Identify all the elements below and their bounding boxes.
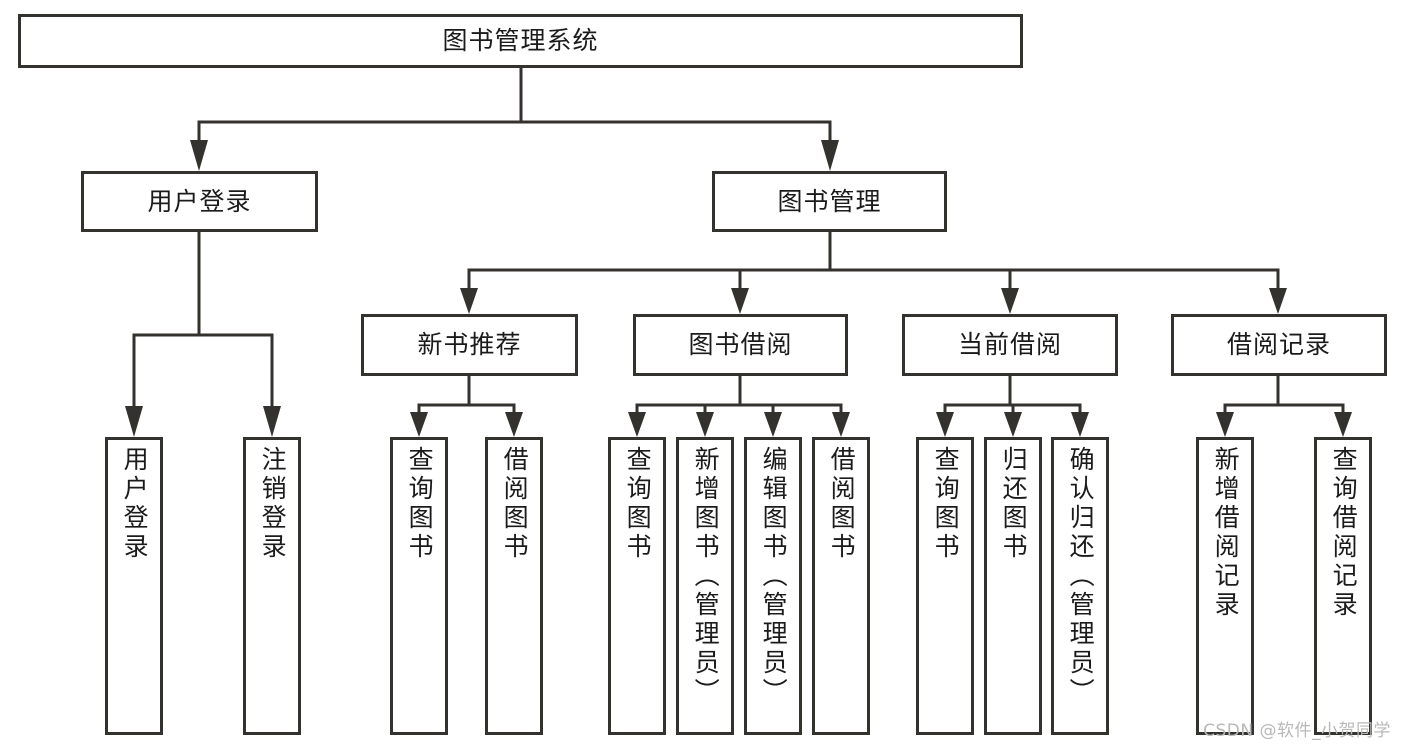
node-book-management[interactable]: 图书管理 bbox=[712, 171, 947, 232]
leaf-logout-label: 注销登录 bbox=[258, 446, 288, 562]
leaf-logout[interactable]: 注销登录 bbox=[243, 437, 301, 735]
leaf-query-book-2[interactable]: 查询图书 bbox=[608, 437, 666, 735]
leaf-borrow-book-1-label: 借阅图书 bbox=[500, 446, 530, 562]
leaf-confirm-return-label: 确认归还（管理员） bbox=[1066, 446, 1096, 707]
leaf-add-book-label: 新增图书（管理员） bbox=[691, 446, 721, 707]
arrow-leaf-user-login bbox=[125, 406, 143, 437]
arrow-leaf-edit-book bbox=[764, 412, 782, 437]
arrow-to-book-borrow bbox=[731, 288, 749, 314]
arrow-leaf-borrow-book-2 bbox=[832, 412, 850, 437]
leaf-edit-book[interactable]: 编辑图书（管理员） bbox=[744, 437, 802, 735]
leaf-query-book-1-label: 查询图书 bbox=[405, 446, 435, 562]
node-current-borrow-label: 当前借阅 bbox=[957, 330, 1062, 360]
leaf-return-book[interactable]: 归还图书 bbox=[984, 437, 1042, 735]
arrow-leaf-borrow-book-1 bbox=[505, 412, 523, 437]
leaf-edit-book-label: 编辑图书（管理员） bbox=[759, 446, 789, 707]
arrow-leaf-query-record bbox=[1334, 412, 1352, 437]
node-new-book-recommend-label: 新书推荐 bbox=[417, 330, 522, 360]
leaf-query-book-2-label: 查询图书 bbox=[623, 446, 653, 562]
arrow-to-user-login bbox=[190, 140, 208, 171]
arrow-leaf-query-book-1 bbox=[410, 412, 428, 437]
leaf-query-record-label: 查询借阅记录 bbox=[1329, 446, 1359, 620]
node-book-management-label: 图书管理 bbox=[777, 186, 882, 216]
leaf-add-book[interactable]: 新增图书（管理员） bbox=[676, 437, 734, 735]
node-book-borrow[interactable]: 图书借阅 bbox=[633, 314, 848, 376]
leaf-query-book-3[interactable]: 查询图书 bbox=[916, 437, 974, 735]
arrow-to-borrow-record bbox=[1269, 288, 1287, 314]
node-book-borrow-label: 图书借阅 bbox=[688, 330, 793, 360]
leaf-return-book-label: 归还图书 bbox=[999, 446, 1029, 562]
leaf-add-record-label: 新增借阅记录 bbox=[1211, 446, 1241, 620]
arrow-leaf-query-book-2 bbox=[628, 412, 646, 437]
node-borrow-record-label: 借阅记录 bbox=[1226, 330, 1331, 360]
arrow-to-book-management bbox=[821, 140, 839, 171]
arrow-leaf-add-record bbox=[1216, 412, 1234, 437]
node-root-label: 图书管理系统 bbox=[442, 26, 599, 56]
node-borrow-record[interactable]: 借阅记录 bbox=[1171, 314, 1387, 376]
leaf-confirm-return[interactable]: 确认归还（管理员） bbox=[1051, 437, 1109, 735]
node-root[interactable]: 图书管理系统 bbox=[18, 14, 1023, 68]
arrow-to-new-book-recommend bbox=[460, 288, 478, 314]
arrow-leaf-query-book-3 bbox=[936, 412, 954, 437]
node-new-book-recommend[interactable]: 新书推荐 bbox=[361, 314, 578, 376]
leaf-borrow-book-2[interactable]: 借阅图书 bbox=[812, 437, 870, 735]
leaf-query-record[interactable]: 查询借阅记录 bbox=[1314, 437, 1372, 735]
node-user-login-label: 用户登录 bbox=[147, 186, 252, 216]
node-user-login[interactable]: 用户登录 bbox=[81, 171, 318, 232]
leaf-query-book-3-label: 查询图书 bbox=[931, 446, 961, 562]
node-current-borrow[interactable]: 当前借阅 bbox=[902, 314, 1118, 376]
leaf-query-book-1[interactable]: 查询图书 bbox=[390, 437, 448, 735]
leaf-user-login[interactable]: 用户登录 bbox=[105, 437, 163, 735]
leaf-borrow-book-1[interactable]: 借阅图书 bbox=[485, 437, 543, 735]
leaf-borrow-book-2-label: 借阅图书 bbox=[827, 446, 857, 562]
arrow-leaf-add-book bbox=[696, 412, 714, 437]
arrow-leaf-logout bbox=[263, 406, 281, 437]
leaf-add-record[interactable]: 新增借阅记录 bbox=[1196, 437, 1254, 735]
leaf-user-login-label: 用户登录 bbox=[120, 446, 150, 562]
arrow-to-current-borrow bbox=[1001, 288, 1019, 314]
csdn-watermark: CSDN @软件_小贺同学 bbox=[1203, 721, 1391, 741]
arrow-leaf-confirm-return bbox=[1071, 412, 1089, 437]
arrow-leaf-return-book bbox=[1004, 412, 1022, 437]
